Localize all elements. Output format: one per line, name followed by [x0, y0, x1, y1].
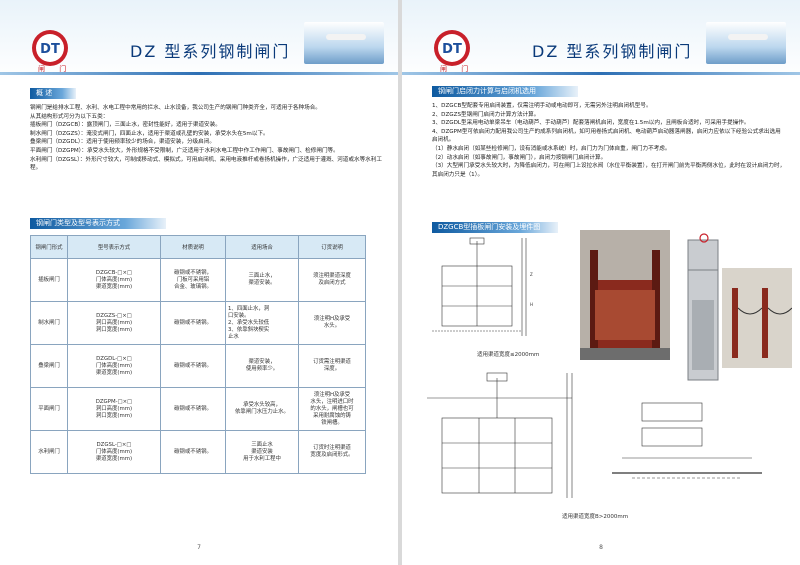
logo-subtext: 闸 门 — [440, 65, 475, 73]
page-number: 8 — [599, 544, 603, 551]
section-heading-install: DZGCB型插板闸门安装及埋件图 — [432, 222, 558, 233]
logo-subtext: 闸 门 — [38, 65, 73, 73]
svg-text:DT: DT — [40, 42, 60, 57]
svg-text:Z: Z — [530, 272, 533, 277]
gate-drawing-large-icon — [427, 372, 573, 498]
gate-photo-red-icon — [580, 230, 670, 360]
page-number: 7 — [197, 544, 201, 551]
gate-drawing-small-icon: ZH — [432, 237, 533, 336]
gate-type-table: 钢闸门形式 型号表示方式 材质说明 适用场合 订货说明 插板闸门 DZGCB-□… — [30, 235, 366, 474]
section-heading-overview: 概 述 — [30, 88, 76, 99]
table-row: 水利闸门 DZGSL-□×□门体高度(mm) 渠道宽度(mm) 碳钢或不锈钢。 … — [30, 430, 366, 474]
table-row: 插板闸门 DZGCB-□×□门体高度(mm) 渠道宽度(mm) 碳钢或不锈钢， … — [30, 258, 366, 302]
drawing-caption-large: 适用渠道宽度B>2000mm — [562, 514, 629, 520]
page-title: DZ 型系列钢制闸门 — [130, 42, 291, 61]
right-page: DT 闸 门 DZ 型系列钢制闸门 钢闸门启闭力计算与启闭机选用 1、DZGCB… — [402, 0, 800, 565]
page-header: DT 闸 门 DZ 型系列钢制闸门 — [402, 0, 800, 80]
section-heading-types: 钢闸门类型及型号表示方式 — [30, 218, 166, 229]
airplane-image — [304, 22, 384, 64]
table-row: 平面闸门 DZGPM-□×□洞口高度(mm) 洞口宽度(mm) 碳钢或不锈钢。 … — [30, 387, 366, 431]
table-header-row: 钢闸门形式 型号表示方式 材质说明 适用场合 订货说明 — [30, 235, 366, 259]
table-row: 叠梁闸门 DZGDL-□×□门体高度(mm) 渠道宽度(mm) 碳钢或不锈钢。 … — [30, 344, 366, 388]
site-photo-icon — [722, 268, 792, 368]
left-page: DT 闸 门 DZ 型系列钢制闸门 概 述 钢闸门是给排水工程、水利、水电工程中… — [0, 0, 398, 565]
table-row: 制水闸门 DZGZS-□×□洞口高度(mm) 洞口宽度(mm) 碳钢或不锈钢。 … — [30, 301, 366, 345]
hoist-text: 1、DZGCB型配套专用启闭装置，仅需注明手动或电动即可，无需另外注明启闭机型号… — [432, 103, 786, 178]
page-title: DZ 型系列钢制闸门 — [532, 42, 693, 61]
drawing-caption-small: 适用渠道宽度≤2000mm — [477, 352, 540, 358]
svg-text:H: H — [530, 302, 533, 307]
airplane-image — [706, 22, 786, 64]
svg-text:DT: DT — [442, 42, 462, 57]
embedded-part-drawing-icon — [612, 402, 762, 479]
overview-text: 钢闸门是给排水工程、水利、水电工程中常用的拦水、止水设备，我公司生产的钢闸门种类… — [30, 105, 382, 172]
page-header: DT 闸 门 DZ 型系列钢制闸门 — [0, 0, 398, 80]
section-heading-hoist: 钢闸门启闭力计算与启闭机选用 — [432, 86, 578, 97]
company-logo-icon: DT — [434, 30, 470, 66]
company-logo-icon: DT — [32, 30, 68, 66]
